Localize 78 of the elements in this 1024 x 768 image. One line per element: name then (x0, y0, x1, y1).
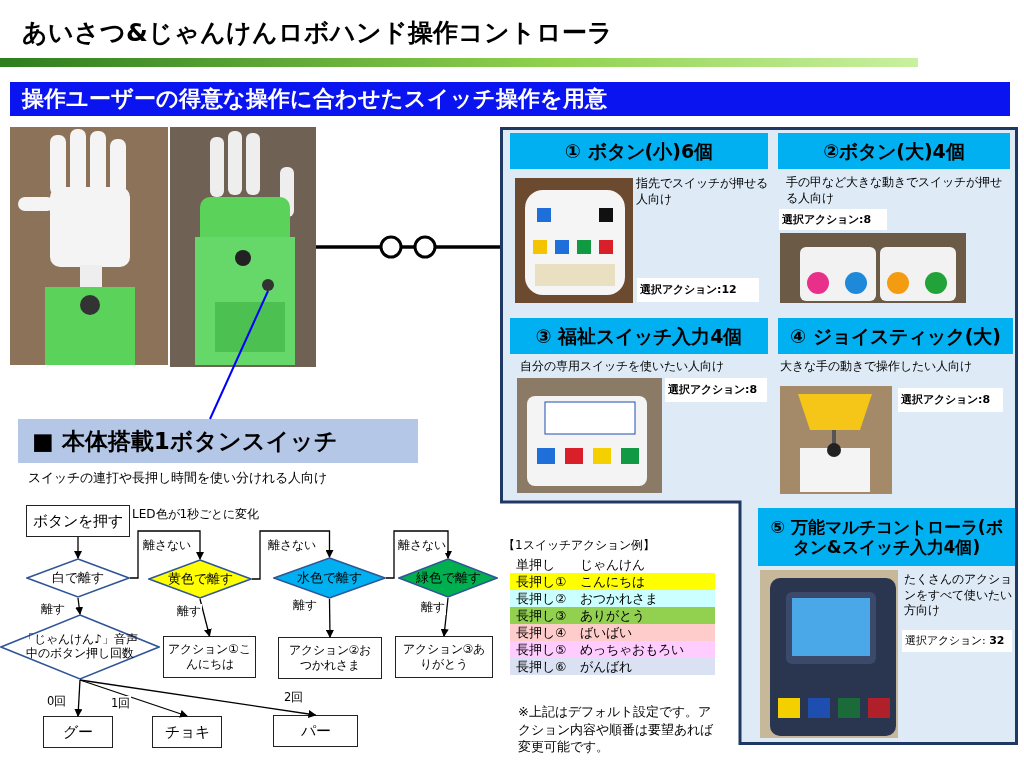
table-cell: 長押し① (510, 573, 578, 590)
table-cell: めっちゃおもろい (578, 641, 715, 658)
table-cell: 長押し⑤ (510, 641, 578, 658)
arrow (74, 536, 82, 559)
arrow (440, 597, 449, 637)
action-count-label: 選択アクション:8 (779, 209, 887, 230)
card-heading: ① ボタン(小)6個 (510, 133, 768, 169)
option-card (758, 508, 1015, 740)
edge-label: 離す (176, 604, 202, 619)
description-text: 手の甲など大きな動きでスイッチが押せる人向け (786, 175, 1003, 207)
page-title: あいさつ&じゃんけんロボハンド操作コントローラ (22, 17, 613, 49)
decision-diamond: 水色で離す (273, 557, 386, 599)
table-cell: 長押し④ (510, 624, 578, 641)
option-card (778, 133, 1010, 305)
description-text: 大きな手の動きで操作したい人向け (780, 359, 973, 375)
table-cell: おつかれさま (578, 590, 715, 607)
note-text: ※上記はデフォルト設定です。アクション内容や順番は要望あれば変更可能です。 (518, 703, 714, 756)
note-text: LED色が1秒ごとに変化 (132, 506, 260, 523)
edge-label: 離さない (142, 538, 192, 553)
edge-label: 離す (40, 602, 66, 617)
connector-cable (316, 235, 500, 259)
arrow (385, 530, 452, 579)
process-box: パー (273, 715, 358, 747)
arrow (199, 598, 212, 637)
table-cell: 長押し⑥ (510, 658, 578, 675)
edge-label: 2回 (283, 690, 305, 705)
decision-diamond: 緑色で離す (398, 558, 498, 598)
arrow (325, 598, 334, 638)
arrow (75, 597, 84, 615)
joystick-photo (780, 386, 892, 494)
process-box: ボタンを押す (26, 505, 130, 537)
arrow (129, 530, 204, 579)
table-heading: 【1スイッチアクション例】 (503, 537, 655, 554)
banner-heading: 操作ユーザーの得意な操作に合わせたスイッチ操作を用意 (10, 82, 1010, 116)
arrow (79, 679, 317, 718)
arrow (74, 679, 83, 717)
action-count-label: 選択アクション:8 (898, 388, 1003, 412)
big-button-controller-photo (780, 233, 966, 303)
process-box: アクション①こんにちは (163, 636, 256, 678)
action-count-label: 選択アクション:12 (637, 278, 759, 302)
action-count-label: 選択アクション:8 (665, 378, 767, 402)
process-box: アクション③ありがとう (395, 636, 493, 678)
button-controller-photo (515, 178, 633, 303)
multi-controller-photo (760, 570, 898, 738)
decision-diamond: 白で離す (26, 558, 130, 598)
arrow (251, 530, 334, 580)
edge-label: 1回 (110, 696, 132, 711)
edge-label: 離す (292, 598, 318, 613)
arrow (79, 679, 188, 718)
process-box: グー (43, 716, 113, 748)
process-box: アクション②おつかれさま (278, 637, 382, 679)
table-cell: こんにちは (578, 573, 715, 590)
table-cell: 長押し③ (510, 607, 578, 624)
decision-diamond: 黄色で離す (148, 559, 252, 599)
edge-label: 離す (420, 600, 446, 615)
description-text: 自分の専用スイッチを使いたい人向け (520, 359, 725, 375)
edge-label: 離さない (267, 538, 317, 553)
description-text: たくさんのアクションをすべて使いたい方向け (904, 572, 1012, 619)
description-text: 指先でスイッチが押せる人向け (636, 176, 768, 208)
card-heading: ③ 福祉スイッチ入力4個 (510, 318, 768, 354)
table-cell: がんばれ (578, 658, 715, 675)
edge-label: 0回 (46, 694, 68, 709)
description-text: スイッチの連打や長押し時間を使い分けれる人向け (28, 469, 327, 487)
card-heading: ⑤ 万能マルチコントローラ(ボタン&スイッチ入力4個) (758, 508, 1015, 566)
process-box: チョキ (152, 716, 222, 748)
table-cell: ありがとう (578, 607, 715, 624)
switch-input-controller-photo (517, 378, 662, 493)
decision-diamond: 「じゃんけん♪」音声中のボタン押し回数 (0, 614, 160, 680)
table-cell: 長押し② (510, 590, 578, 607)
section-heading: ■ 本体搭載1ボタンスイッチ (18, 419, 418, 463)
option-card (778, 318, 1013, 496)
leader-line (209, 290, 269, 420)
edge-label: 離さない (397, 538, 447, 553)
card-heading: ②ボタン(大)4個 (778, 133, 1010, 169)
action-count-label: 選択アクション: 32 (902, 630, 1012, 652)
table-cell: ばいばい (578, 624, 715, 641)
robot-hand-photo (10, 127, 168, 365)
card-heading: ④ ジョイスティック(大) (778, 318, 1013, 354)
